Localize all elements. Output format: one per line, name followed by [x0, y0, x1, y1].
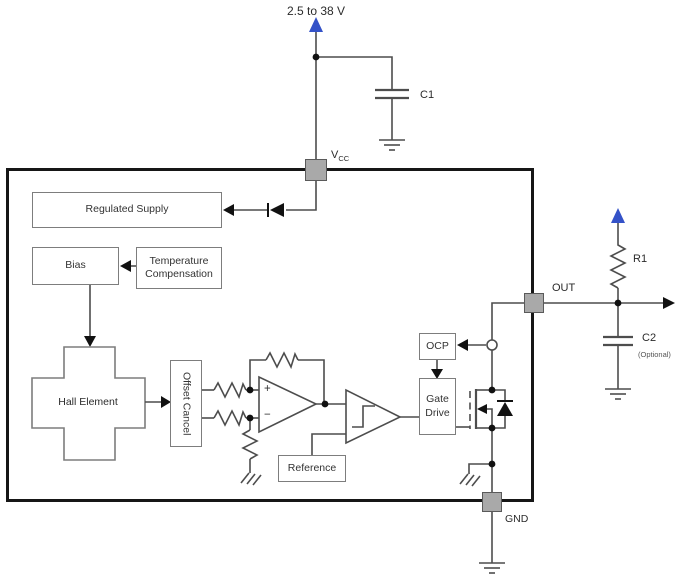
regulator-arrowhead-icon	[223, 204, 234, 216]
vcc-pin	[305, 159, 327, 181]
junction-dots	[246, 53, 622, 468]
earth-ground-icon	[240, 472, 262, 486]
gnd-net-wire	[459, 428, 505, 574]
offset-arrowhead-icon	[161, 396, 171, 408]
internal-earth-ground-icon	[459, 473, 481, 487]
supply-wire	[315, 31, 393, 160]
mosfet-body-arrow-icon	[477, 404, 487, 414]
reference-block: Reference	[278, 455, 346, 482]
body-wire	[486, 408, 493, 428]
r1-resistor	[609, 223, 627, 303]
gate-drive-block: Gate Drive	[419, 378, 456, 435]
gnd-pin	[482, 492, 502, 512]
hall-element-cross	[31, 346, 146, 461]
opamp-plus-sign: +	[264, 383, 271, 395]
schmitt-trigger-triangle	[345, 388, 402, 445]
vcc-label-sub: CC	[338, 154, 350, 164]
r1-up-arrow-icon	[611, 208, 625, 223]
gnd-pin-label: GND	[505, 513, 529, 525]
supply-voltage-label: 2.5 to 38 V	[286, 4, 346, 18]
supply-up-arrow-icon	[309, 17, 323, 32]
body-diode-icon	[497, 400, 513, 416]
gnd-ground-icon	[479, 562, 505, 574]
out-pin-label: OUT	[552, 282, 576, 294]
reference-wire	[311, 433, 346, 455]
vcc-pin-label: VCC	[331, 149, 349, 163]
bias-block: Bias	[32, 247, 119, 285]
c1-capacitor-icon	[375, 88, 409, 100]
ground-resistor-icon	[241, 429, 259, 460]
feedback-resistor-icon	[265, 351, 299, 370]
vcc-label-main: V	[331, 149, 339, 161]
out-net-wire	[486, 302, 524, 390]
hall-arrowhead-icon	[84, 336, 96, 347]
opamp-minus-sign: −	[264, 409, 271, 421]
out-pin	[524, 293, 544, 313]
regulated-supply-block: Regulated Supply	[32, 192, 222, 228]
feedback-network	[249, 351, 325, 404]
c1-label: C1	[420, 89, 435, 101]
opamp-triangle	[258, 375, 318, 434]
gatedrive-arrowhead-icon	[431, 369, 443, 379]
hall-element-label: Hall Element	[58, 396, 118, 408]
c2-branch	[603, 303, 633, 400]
r1-zigzag-icon	[609, 238, 627, 289]
reverse-protection-diode-icon	[267, 203, 284, 217]
out-arrowhead-icon	[663, 297, 675, 309]
c1-ground-icon	[379, 139, 405, 151]
body-diode-branch	[492, 389, 506, 429]
input-resistor-bottom-icon	[213, 409, 247, 428]
bias-arrowhead-icon	[120, 260, 131, 272]
ic-boundary-box	[6, 168, 534, 502]
ocp-block: OCP	[419, 333, 456, 360]
vcc-to-regulator-wire	[234, 181, 317, 211]
offset-cancel-block: Offset Cancel	[170, 360, 202, 447]
temperature-compensation-block: Temperature Compensation	[136, 247, 222, 289]
c2-optional-note: (Optional)	[638, 350, 671, 359]
hysteresis-icon	[352, 405, 375, 428]
ocp-arrowhead-icon	[457, 339, 468, 351]
r1-label: R1	[633, 253, 648, 265]
c2-capacitor-icon	[603, 335, 633, 347]
c2-ground-icon	[605, 388, 631, 400]
input-resistor-top-icon	[213, 381, 247, 400]
c2-label: C2	[642, 332, 657, 344]
